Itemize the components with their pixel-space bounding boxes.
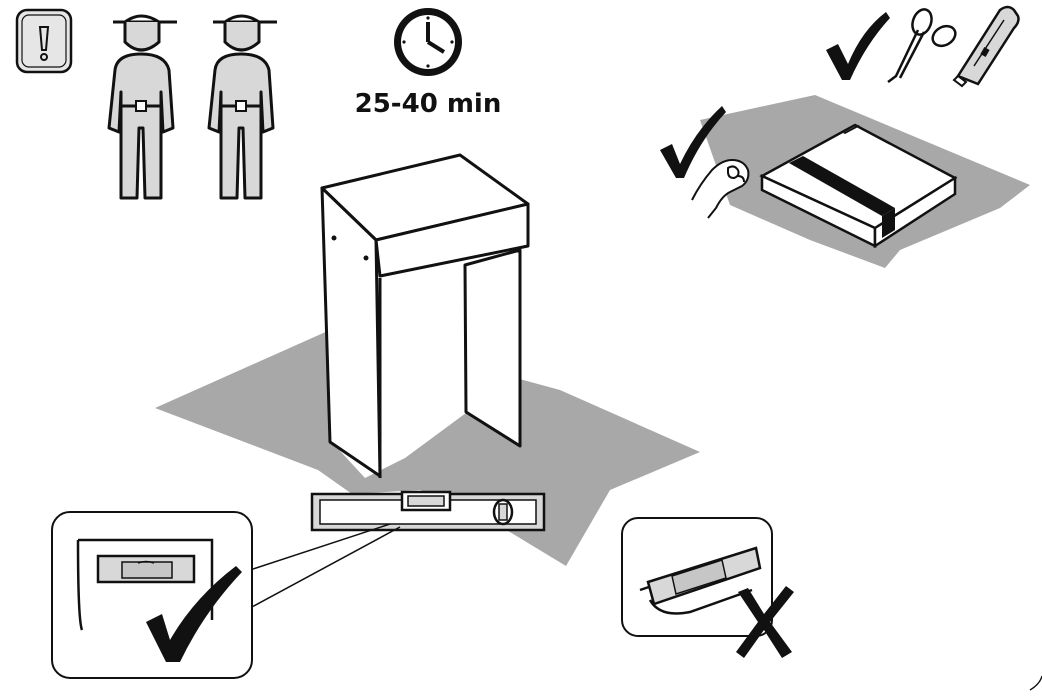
spirit-level bbox=[310, 490, 546, 532]
callout-line bbox=[249, 523, 391, 571]
table-illustration bbox=[320, 153, 530, 478]
hole-dot bbox=[331, 235, 337, 241]
utility-knife-icon bbox=[952, 5, 1020, 88]
exclamation-icon bbox=[15, 8, 73, 74]
checkmark-icon bbox=[660, 106, 726, 178]
worker-icon bbox=[207, 14, 277, 200]
scissors-icon bbox=[887, 8, 957, 83]
corner-mark bbox=[1029, 675, 1042, 691]
hole-dot bbox=[363, 255, 369, 261]
callout-line bbox=[249, 526, 401, 609]
level-ok-inset bbox=[51, 511, 253, 679]
assembly-time-label: 25-40 min bbox=[355, 89, 502, 119]
checkmark-icon bbox=[826, 12, 890, 80]
hand-icon bbox=[691, 158, 750, 219]
level-wrong-inset bbox=[621, 517, 794, 658]
cross-icon bbox=[736, 586, 794, 658]
box-on-mat bbox=[700, 95, 1030, 268]
checkmark-icon bbox=[146, 566, 242, 662]
worker-icon bbox=[107, 14, 177, 200]
floor-mat bbox=[155, 330, 700, 566]
clock-icon bbox=[394, 8, 462, 76]
